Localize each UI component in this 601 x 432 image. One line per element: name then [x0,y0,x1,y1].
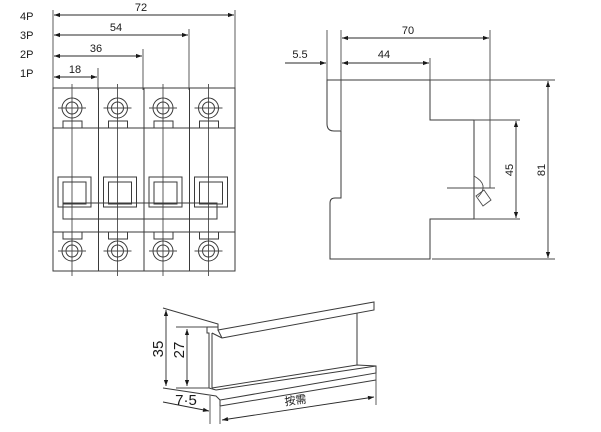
handle-tie-bar [62,202,218,220]
handle-outer [194,176,228,208]
din-rail: 35 27 7·5 按需 [150,301,377,424]
handle-inner [199,181,223,205]
dim-text-70: 70 [402,25,414,37]
dim-text-45: 45 [504,164,516,176]
dim-line-7-5 [162,401,210,412]
dim-text-27: 27 [171,342,188,359]
top-terminal-clamp [62,120,83,129]
dim-line-length [221,395,375,422]
dim-text-4p: 72 [135,2,147,14]
bottom-terminal-clamp [62,231,83,240]
rail-top-flange-edge [217,329,223,339]
bottom-terminal-clamp [153,231,174,240]
handle-arc [473,175,484,198]
bottom-terminal-clamp [108,231,128,240]
label-3p: 3P [20,30,33,42]
rail-web-top [211,332,223,339]
side-view: 70 44 5.5 45 81 [285,25,555,260]
dim-text-5-5: 5.5 [292,49,307,61]
dim-text-length: 按需 [284,392,308,409]
rail-top-flange [162,301,375,339]
handle-inner [62,181,87,205]
side-profile-outline [326,79,475,260]
dim-text-35: 35 [150,341,167,358]
rail-bottom-flange [211,364,377,406]
dim-text-1p: 18 [69,64,81,76]
top-terminal-clamp [199,120,219,129]
top-terminal-clamp [153,120,174,129]
handle-outer [57,176,92,208]
dim-text-7-5: 7·5 [175,392,197,409]
handle-outer [103,176,137,208]
rail-bottom-flange-top [215,365,377,391]
bottom-terminal-clamp [199,231,219,240]
handle-inner [108,181,132,205]
dim-text-3p: 54 [110,22,122,34]
handle-outer [148,176,183,208]
label-2p: 2P [20,49,33,61]
top-terminal-clamp [108,120,128,129]
handle-lever [475,189,492,207]
handle-inner [153,181,178,205]
dim-text-81: 81 [536,164,548,176]
label-1p: 1P [20,68,33,80]
rail-bottom-left [162,387,221,401]
label-4p: 4P [20,11,33,23]
dim-text-44: 44 [378,49,390,61]
front-view: 4P 3P 2P 1P 72 54 36 18 [20,2,236,276]
dim-text-2p: 36 [90,43,102,55]
poles-group [57,84,228,276]
